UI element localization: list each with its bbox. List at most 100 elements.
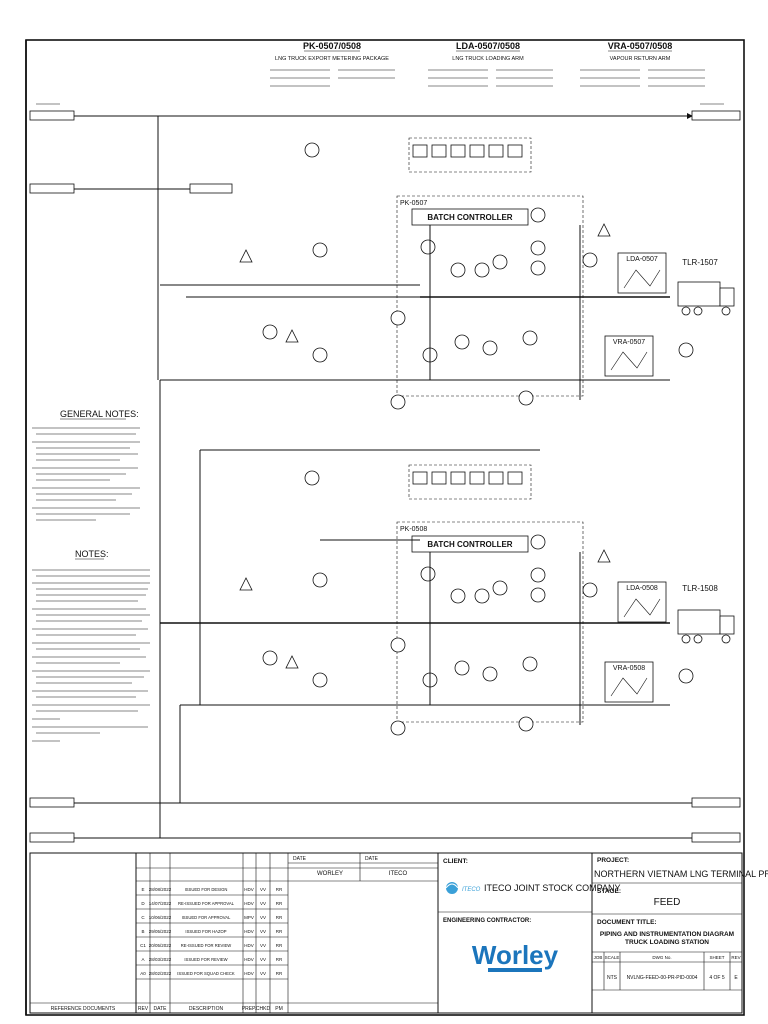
revision-cell-chkd: VV <box>260 929 266 934</box>
header-vra: VRA-0507/0508 VAPOUR RETURN ARM <box>580 41 705 87</box>
revision-cell-prep: HDV <box>244 957 254 962</box>
client-name: ITECO JOINT STOCK COMPANY <box>484 883 621 893</box>
revision-cell-prep: HDV <box>244 901 254 906</box>
rev-value: E <box>734 975 738 981</box>
pk-0507-label: PK-0507 <box>400 200 427 207</box>
client-label: CLIENT: <box>443 858 468 865</box>
approval-date-2: DATE <box>365 856 379 862</box>
revision-cell-desc: ISSUED FOR HAZOP <box>185 929 226 934</box>
iteco-logo: ITECO <box>445 882 481 894</box>
lda-0507-label: LDA-0507 <box>626 256 658 263</box>
revision-cell-rev: E <box>141 887 144 892</box>
header-lda: LDA-0507/0508 LNG TRUCK LOADING ARM <box>428 41 553 87</box>
doc-title-line-1: PIPING AND INSTRUMENTATION DIAGRAM <box>600 931 734 938</box>
job-label: JOB <box>594 955 603 960</box>
iteco-logo-text: ITECO <box>462 887 481 893</box>
revision-cell-pm: RR <box>276 971 283 976</box>
vra-tag: VRA-0507/0508 <box>608 41 673 51</box>
revision-cell-prep: MPV <box>244 915 254 920</box>
upper-supply-line <box>29 116 420 381</box>
revision-cell-prep: HDV <box>244 887 254 892</box>
revision-cell-rev: D <box>141 901 145 906</box>
stage-value: FEED <box>654 897 681 908</box>
rev-label: REV <box>731 955 740 960</box>
dwg-label: DWG No. <box>652 955 671 960</box>
revision-cell-rev: B <box>141 929 144 934</box>
revision-cell-date: 28/08/2022 <box>149 887 172 892</box>
revision-cell-rev: A0 <box>140 971 146 976</box>
lda-tag: LDA-0507/0508 <box>456 41 520 51</box>
revision-cell-date: 20/05/2022 <box>149 943 172 948</box>
sheet-value: 4 OF 5 <box>709 975 725 981</box>
stage-label: STAGE: <box>597 888 621 895</box>
date-col-header: DATE <box>154 1006 168 1012</box>
general-notes-block: GENERAL NOTES: <box>32 409 140 521</box>
revision-cell-chkd: VV <box>260 915 266 920</box>
revision-cell-desc: ISSUED FOR REVIEW <box>184 957 227 962</box>
bottom-main-lines <box>29 380 741 843</box>
truck-trailer-icon-lower <box>677 609 735 644</box>
approval-worley: WORLEY <box>317 871 343 877</box>
revision-cell-pm: RR <box>276 943 283 948</box>
upper-loading-unit: PK-0507 BATCH CONTROLLER LDA-0507 VRA-05… <box>239 137 735 410</box>
top-main-line <box>29 103 741 121</box>
prep-col-header: PREP. <box>242 1006 256 1012</box>
revision-cell-date: 14/07/2022 <box>149 901 172 906</box>
revision-cell-date: 28/02/2022 <box>149 971 172 976</box>
revision-cell-chkd: VV <box>260 943 266 948</box>
project-name: NORTHERN VIETNAM LNG TERMINAL PROJECT <box>594 869 768 879</box>
pk-0508-label: PK-0508 <box>400 526 427 533</box>
revision-cell-pm: RR <box>276 929 283 934</box>
revision-cell-date: 29/05/2022 <box>149 929 172 934</box>
revision-cell-chkd: VV <box>260 901 266 906</box>
revision-cell-chkd: VV <box>260 971 266 976</box>
approval-date-1: DATE <box>293 856 307 862</box>
revision-cell-chkd: VV <box>260 957 266 962</box>
revision-cell-pm: RR <box>276 887 283 892</box>
tlr-1508-label: TLR-1508 <box>682 584 718 593</box>
revision-cell-prep: HDV <box>244 971 254 976</box>
worley-logo: Worley <box>472 940 559 972</box>
worley-logo-text: Worley <box>472 940 559 970</box>
general-notes-heading: GENERAL NOTES: <box>60 409 139 419</box>
doc-title-label: DOCUMENT TITLE: <box>597 919 657 926</box>
vra-0507-label: VRA-0507 <box>613 339 645 346</box>
revision-cell-rev: C <box>141 915 145 920</box>
notes-block: NOTES: <box>32 549 150 742</box>
revision-cell-pm: RR <box>276 957 283 962</box>
revision-cell-rev: A <box>141 957 144 962</box>
revision-cell-pm: RR <box>276 901 283 906</box>
revision-cell-desc: RE-ISSUED FOR APPROVAL <box>178 901 235 906</box>
header-pk: PK-0507/0508 LNG TRUCK EXPORT METERING P… <box>270 41 395 87</box>
engineering-contractor-label: ENGINEERING CONTRACTOR: <box>443 918 531 924</box>
revision-cell-rev: C1 <box>140 943 146 948</box>
lower-loading-unit: PK-0508 BATCH CONTROLLER LDA-0508 VRA-05… <box>160 464 735 736</box>
chkd-col-header: CHKD <box>256 1006 271 1012</box>
lda-subtitle: LNG TRUCK LOADING ARM <box>452 56 524 62</box>
desc-col-header: DESCRIPTION <box>189 1006 224 1012</box>
project-label: PROJECT: <box>597 857 629 864</box>
notes-heading: NOTES: <box>75 549 109 559</box>
pk-subtitle: LNG TRUCK EXPORT METERING PACKAGE <box>275 56 389 62</box>
vra-0508-label: VRA-0508 <box>613 665 645 672</box>
approval-iteco: ITECO <box>389 871 408 877</box>
revision-cell-desc: ISSUED FOR SQUAD CHECK <box>177 971 235 976</box>
revision-cell-desc: ISSUED FOR APPROVAL <box>182 915 231 920</box>
lda-0508-label: LDA-0508 <box>626 585 658 592</box>
batch-controller-lower: BATCH CONTROLLER <box>427 540 512 549</box>
truck-trailer-icon-upper <box>677 281 735 316</box>
rev-col-header: REV <box>138 1006 149 1012</box>
revision-cell-prep: HDV <box>244 929 254 934</box>
tlr-1507-label: TLR-1507 <box>682 258 718 267</box>
vra-subtitle: VAPOUR RETURN ARM <box>610 56 671 62</box>
revision-cell-prep: HDV <box>244 943 254 948</box>
revision-cell-date: 28/03/2022 <box>149 957 172 962</box>
scale-value: NTS <box>607 975 618 981</box>
batch-controller-upper: BATCH CONTROLLER <box>427 213 512 222</box>
revision-cell-desc: RE-ISSUED FOR REVIEW <box>181 943 232 948</box>
ref-docs-header: REFERENCE DOCUMENTS <box>51 1006 116 1012</box>
pk-tag: PK-0507/0508 <box>303 41 361 51</box>
sheet-label: SHEET <box>709 955 724 960</box>
